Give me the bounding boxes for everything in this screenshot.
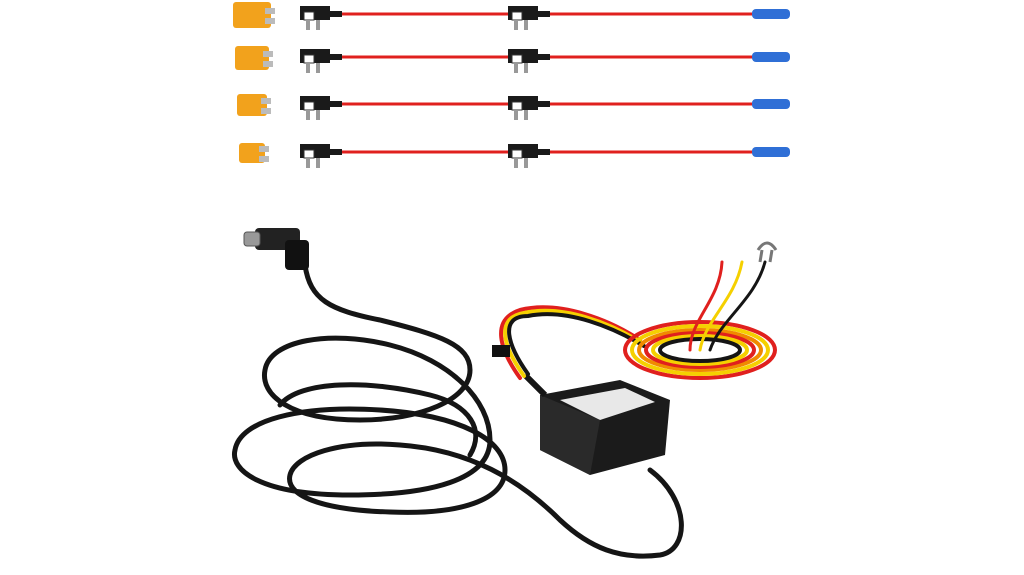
wire-coil xyxy=(623,320,777,380)
fuse-tap-row xyxy=(235,46,790,73)
butt-connector xyxy=(752,99,790,109)
butt-connector xyxy=(752,9,790,19)
yellow-wire-end xyxy=(698,260,744,352)
fuse xyxy=(235,46,269,70)
butt-connector xyxy=(752,147,790,157)
fuse-tap xyxy=(508,144,550,168)
converter-box xyxy=(522,372,670,475)
fuse xyxy=(237,94,267,116)
usb-c-cable xyxy=(231,262,684,559)
fuse-tap-row xyxy=(239,143,790,168)
black-wire-end xyxy=(708,260,767,352)
fuse-tap xyxy=(300,6,342,30)
fuse xyxy=(233,2,271,28)
ring-terminal xyxy=(756,241,778,263)
fuse-tap xyxy=(508,49,550,73)
red-wire-end xyxy=(688,260,724,352)
fuse-tap xyxy=(508,96,550,120)
fuse-tap-row xyxy=(237,94,790,120)
fuse-tap xyxy=(300,144,342,168)
fuse xyxy=(239,143,265,163)
fuse-tap xyxy=(300,49,342,73)
fuse-tap xyxy=(300,96,342,120)
usb-c-connector xyxy=(243,228,309,270)
fuse-tap-row xyxy=(233,2,790,30)
fuse-tap xyxy=(508,6,550,30)
fuse-tap-kit xyxy=(233,2,790,168)
butt-connector xyxy=(752,52,790,62)
hardwire-kit xyxy=(231,228,778,559)
